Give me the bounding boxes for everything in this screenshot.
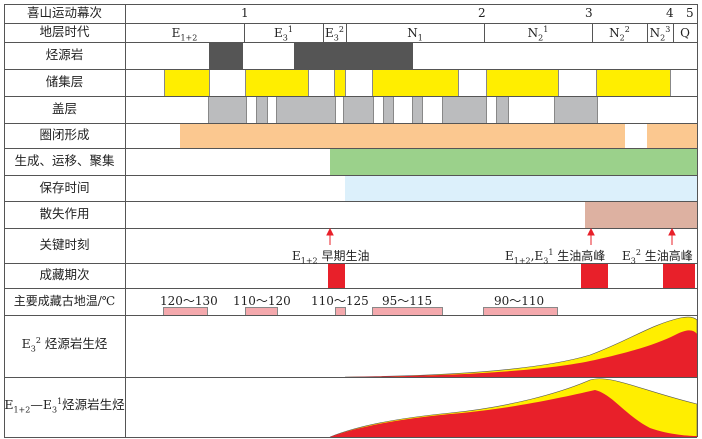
stratum-0: E1+2 <box>171 26 198 43</box>
temperature-bar <box>335 307 346 316</box>
temp-5: 90～110 <box>494 294 545 308</box>
movement-4: 4 <box>666 6 674 20</box>
reservoir-label: 储集层 <box>45 74 84 90</box>
seal-block <box>554 96 598 124</box>
dissipation-label: 散失作用 <box>39 206 90 222</box>
temperature-bar <box>245 307 278 316</box>
reservoir-block <box>486 69 559 97</box>
temperature-bar <box>163 307 208 316</box>
accumulation-block <box>581 264 608 288</box>
seal-block <box>276 96 336 124</box>
generation-block <box>330 149 697 175</box>
accumulation-block <box>328 264 345 288</box>
trap-block <box>180 124 625 148</box>
accumulation-label: 成藏期次 <box>39 267 90 283</box>
movement-5: 5 <box>686 6 694 20</box>
event-oil-peak-2: E32 生油高峰 <box>622 248 693 266</box>
temp-1: 120～130 <box>160 294 218 308</box>
stratum-7: Q <box>680 26 690 40</box>
movement-label: 喜山运动幕次 <box>26 5 102 21</box>
key-moment-label: 关键时刻 <box>39 237 90 253</box>
temperature-label: 主要成藏古地温/℃ <box>13 294 116 309</box>
seal-block <box>412 96 423 124</box>
temp-4: 95～115 <box>382 294 433 308</box>
source-rock-label: 烃源岩 <box>45 47 84 63</box>
event-early-oil: E1+2 早期生油 <box>292 249 370 266</box>
trap-block <box>647 124 697 148</box>
temp-2: 110～120 <box>233 294 291 308</box>
arrowhead-icon <box>326 227 334 236</box>
seal-block <box>496 96 509 124</box>
temp-3: 110～125 <box>311 294 369 308</box>
generation-label: 生成、运移、聚集 <box>14 153 115 169</box>
stratum-6: N23 <box>649 25 671 43</box>
reservoir-block <box>596 69 671 97</box>
seal-block <box>343 96 374 124</box>
reservoir-block <box>334 69 346 97</box>
temperature-bar <box>483 307 558 316</box>
curve2-label: E1+2—E31烃源岩生烃 <box>4 397 125 415</box>
seal-block <box>383 96 394 124</box>
arrowhead-icon <box>587 227 595 236</box>
source-rock-block <box>209 43 243 69</box>
dissipation-block <box>585 202 697 228</box>
stratum-1: E31 <box>274 25 293 43</box>
seal-block <box>208 96 247 124</box>
stratum-2: E32 <box>325 25 344 43</box>
arrowhead-icon <box>668 227 676 236</box>
event-oil-peak-1: E1+2,E31 生油高峰 <box>505 248 606 266</box>
accumulation-block <box>663 264 695 288</box>
trap-label: 圈闭形成 <box>39 127 90 143</box>
reservoir-block <box>245 69 309 97</box>
seal-label: 盖层 <box>51 101 77 117</box>
reservoir-block <box>372 69 459 97</box>
curve2-red <box>330 390 697 437</box>
movement-2: 2 <box>478 6 486 20</box>
movement-1: 1 <box>241 6 249 20</box>
reservoir-block <box>164 69 210 97</box>
stratum-5: N22 <box>609 25 630 43</box>
strata-label: 地层时代 <box>39 24 90 40</box>
seal-block <box>256 96 268 124</box>
source-rock-block <box>294 43 413 69</box>
temperature-bar <box>372 307 443 316</box>
movement-3: 3 <box>585 6 593 20</box>
preservation-block <box>345 176 697 201</box>
stratum-3: N1 <box>407 26 423 43</box>
preservation-label: 保存时间 <box>39 179 90 195</box>
stratum-4: N21 <box>527 25 549 43</box>
seal-block <box>442 96 487 124</box>
curve1-label: E32 烃源岩生烃 <box>21 336 108 354</box>
curve1-red <box>345 330 697 377</box>
